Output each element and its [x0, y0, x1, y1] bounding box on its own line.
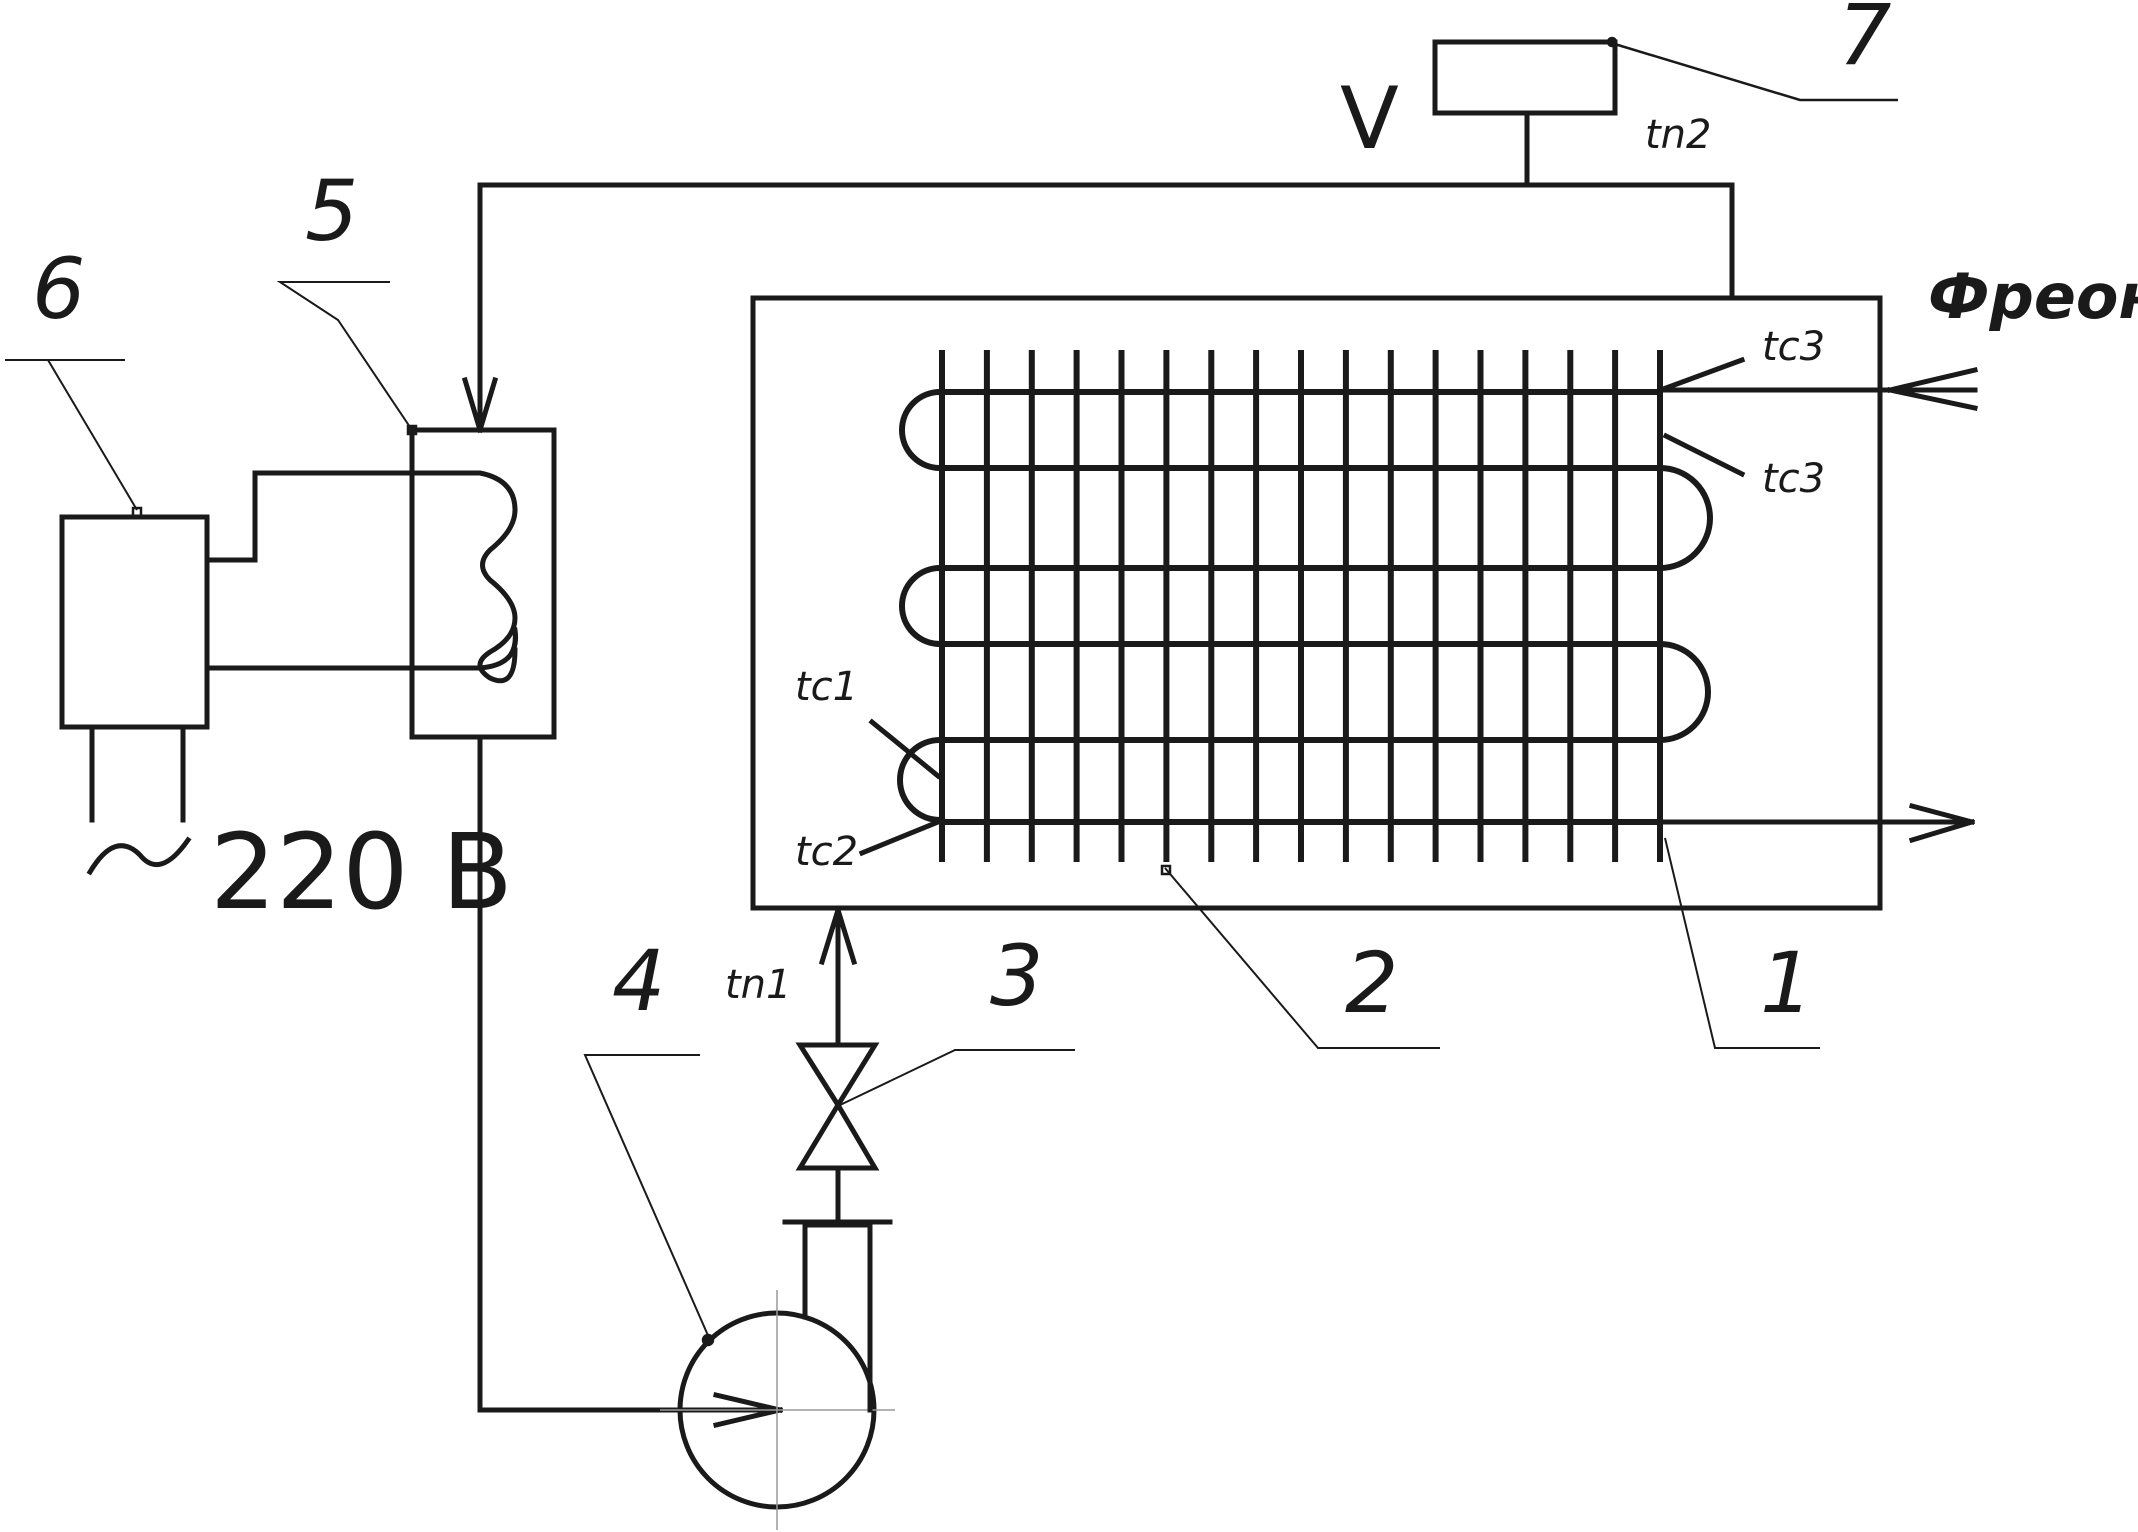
power-supply-box [59, 514, 210, 730]
voltage-label: 220 В [210, 811, 513, 933]
label-2: 2 [1345, 934, 1398, 1032]
label-1: 1 [1760, 934, 1813, 1032]
freon-inlet [1657, 366, 1979, 411]
chamber-housing [750, 295, 1883, 911]
tn2-label: tn2 [1645, 112, 1711, 158]
label-3: 3 [990, 927, 1043, 1025]
heater-tank [409, 427, 557, 740]
coil-tubes [940, 389, 1660, 825]
label-7: 7 [1838, 0, 1891, 84]
tc3-bottom-label: tc3 [1762, 456, 1825, 502]
coil-bends-right [1659, 465, 1713, 743]
control-valve [795, 1042, 880, 1171]
ac-wave-icon [86, 836, 192, 876]
label-6: 6 [32, 240, 85, 338]
heating-coil [257, 470, 518, 684]
tc2-label: tc2 [795, 829, 858, 875]
freon-label: Фреон [1928, 260, 2138, 333]
coil-bends-left [897, 389, 941, 823]
freon-outlet-arrow [1657, 802, 1976, 844]
label-4: 4 [612, 932, 665, 1030]
tn1-label: tn1 [725, 962, 791, 1008]
return-pipe-top [461, 110, 1735, 434]
velocity-label: V [1340, 69, 1399, 169]
tc1-label: tc1 [795, 664, 858, 710]
flow-meter-box [1432, 39, 1618, 116]
label-5: 5 [305, 162, 358, 260]
sensor-leaders [858, 356, 1746, 857]
fin-plates [939, 350, 1663, 862]
leader-lines [5, 40, 1898, 1341]
tc3-top-label: tc3 [1762, 324, 1825, 370]
